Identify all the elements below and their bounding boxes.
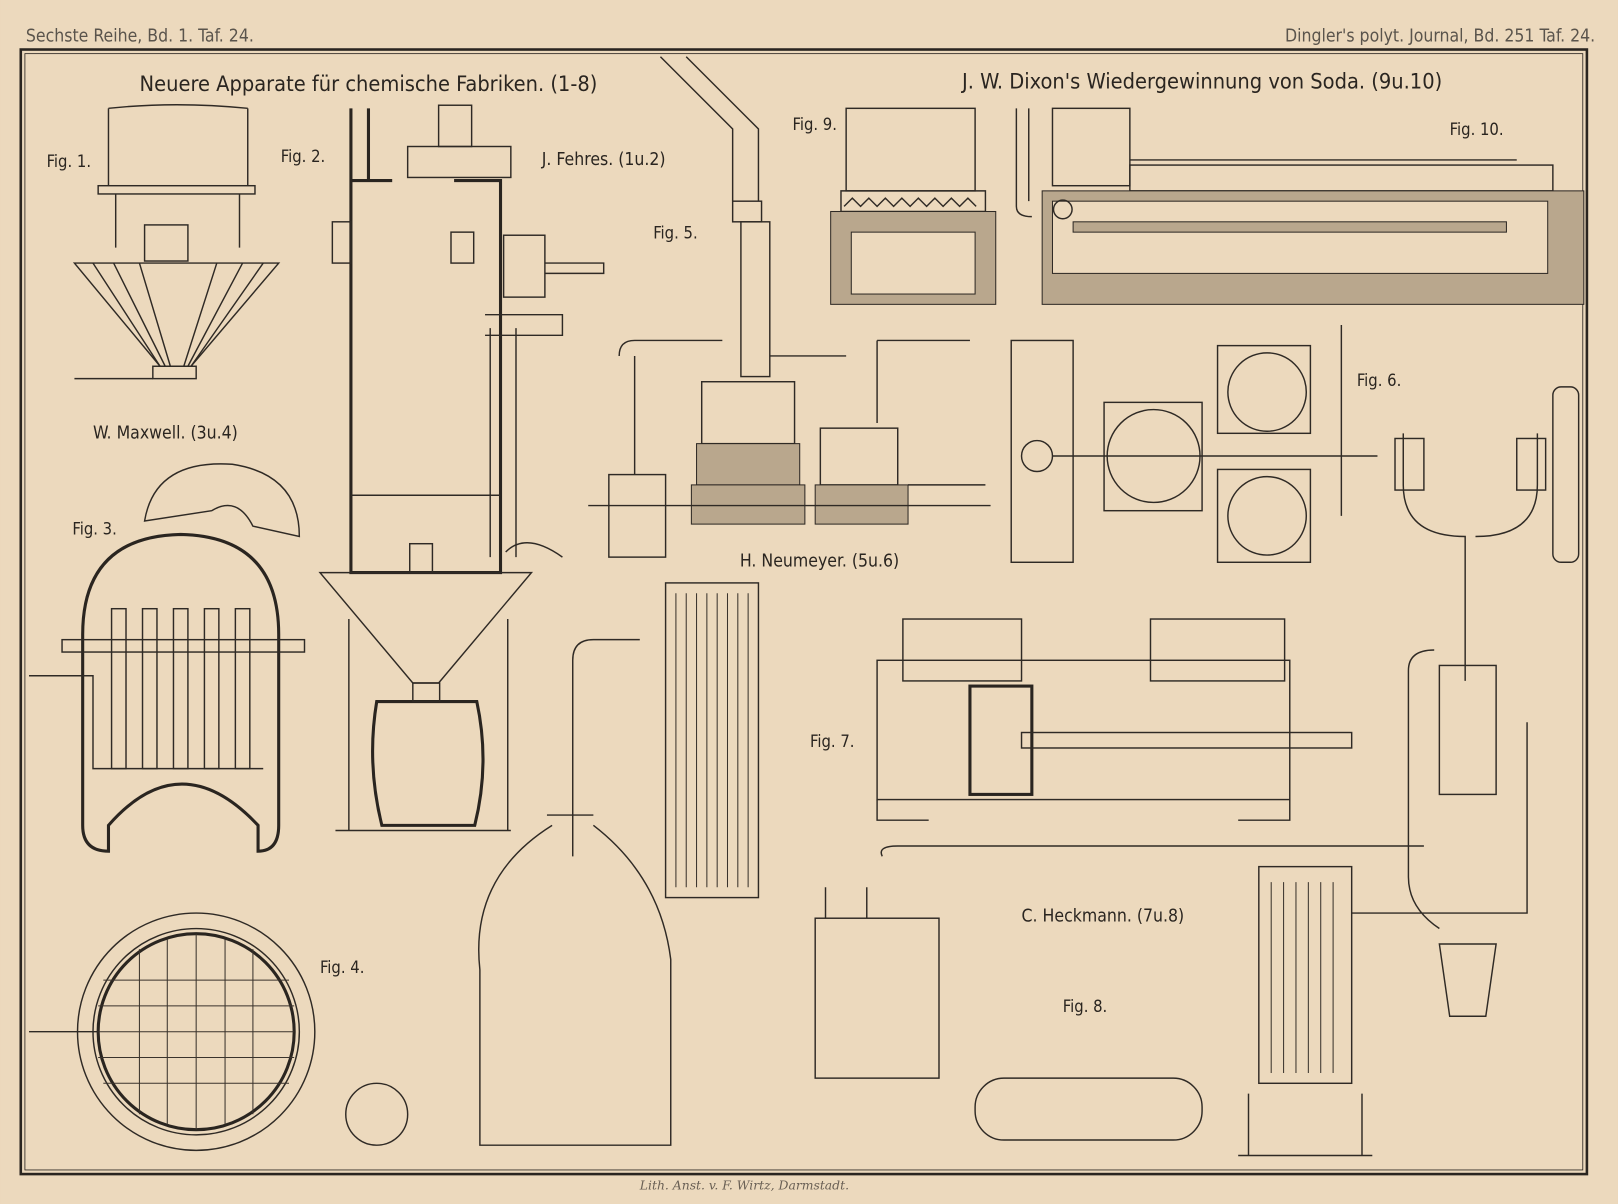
fig5-label: Fig. 5. bbox=[653, 223, 697, 242]
title-left: Neuere Apparate für chemische Fabriken. … bbox=[140, 72, 598, 97]
fig2-drawing bbox=[318, 104, 605, 832]
fig2-label: Fig. 2. bbox=[281, 147, 325, 166]
fig10-drawing bbox=[1015, 107, 1585, 305]
fig1-drawing bbox=[72, 103, 281, 380]
fig3-label: Fig. 3. bbox=[72, 519, 116, 538]
fig8-drawing bbox=[345, 386, 1580, 1157]
section-fehres: J. Fehres. (1u.2) bbox=[541, 150, 666, 170]
header-left: Sechste Reihe, Bd. 1. Taf. 24. bbox=[26, 26, 254, 46]
title-right: J. W. Dixon's Wiedergewinnung von Soda. … bbox=[961, 70, 1442, 95]
fig3-drawing bbox=[29, 463, 306, 853]
fig4-drawing bbox=[29, 912, 316, 1152]
section-neumeyer: H. Neumeyer. (5u.6) bbox=[740, 551, 899, 571]
fig6-label: Fig. 6. bbox=[1357, 371, 1401, 390]
fig6-drawing bbox=[1010, 324, 1378, 564]
header-right: Dingler's polyt. Journal, Bd. 251 Taf. 2… bbox=[1285, 26, 1595, 46]
fig10-label: Fig. 10. bbox=[1450, 120, 1504, 139]
fig5-drawing bbox=[588, 56, 991, 558]
fig9-label: Fig. 9. bbox=[792, 115, 836, 134]
fig7-drawing bbox=[876, 618, 1353, 821]
fig1-label: Fig. 1. bbox=[47, 152, 91, 171]
fig7-label: Fig. 7. bbox=[810, 732, 854, 751]
section-maxwell: W. Maxwell. (3u.4) bbox=[93, 423, 238, 443]
lithographer-credit: Lith. Anst. v. F. Wirtz, Darmstadt. bbox=[639, 1179, 849, 1193]
fig9-drawing bbox=[830, 107, 997, 305]
plate-frame bbox=[19, 48, 1589, 1176]
fig8-label: Fig. 8. bbox=[1063, 997, 1107, 1016]
fig4-label: Fig. 4. bbox=[320, 958, 364, 977]
section-heckmann: C. Heckmann. (7u.8) bbox=[1022, 906, 1185, 926]
